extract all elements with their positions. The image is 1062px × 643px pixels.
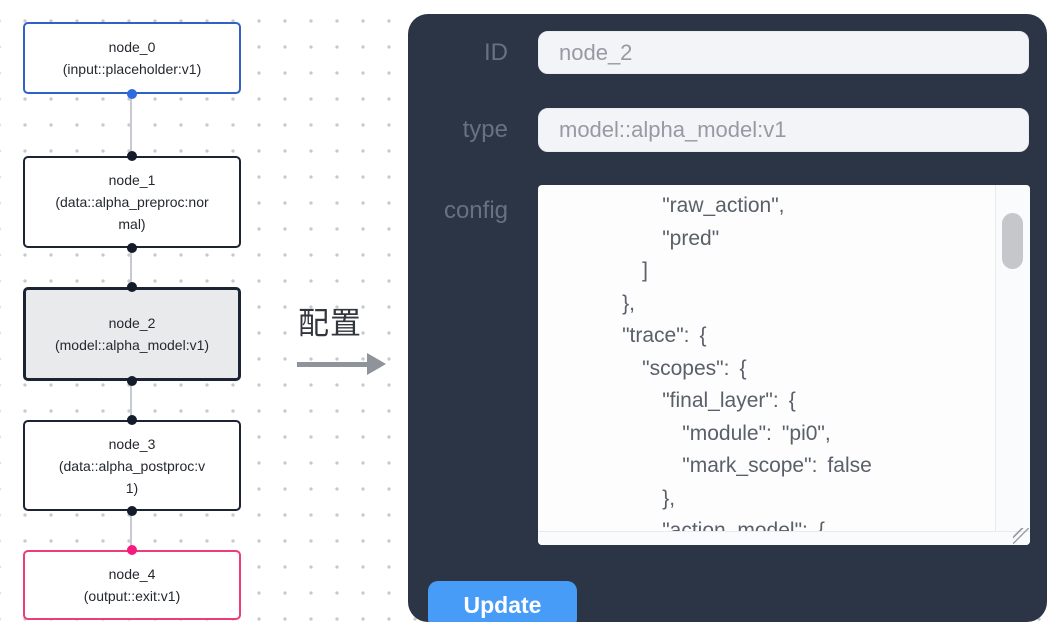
type-input[interactable]: [538, 108, 1029, 152]
node-subtitle: (data::alpha_preproc:normal): [55, 194, 209, 232]
configure-label: 配置: [298, 306, 362, 341]
node-inspector-panel: ID type config "raw_action", "pred" ] },…: [408, 14, 1047, 622]
flow-node-node_1[interactable]: node_1 (data::alpha_preproc:normal): [23, 156, 241, 248]
edge-node2-node3: [130, 381, 132, 420]
right-arrow-icon: [292, 353, 402, 375]
port-node2-out[interactable]: [127, 376, 137, 386]
port-node1-in[interactable]: [127, 151, 137, 161]
node-title: node_1: [108, 172, 156, 188]
config-vertical-scrollbar[interactable]: [995, 185, 1030, 531]
config-horizontal-scrollbar[interactable]: [538, 531, 1030, 545]
type-field-label: type: [462, 116, 508, 143]
port-node2-in[interactable]: [127, 282, 137, 292]
flow-node-node_3[interactable]: node_3 (data::alpha_postproc:v1): [23, 420, 241, 511]
config-field-label: config: [443, 197, 508, 224]
edge-node3-node4: [130, 511, 132, 550]
node-subtitle: (output::exit:v1): [83, 588, 181, 604]
transition-annotation: 配置: [292, 298, 402, 375]
node-subtitle: (data::alpha_postproc:v1): [58, 457, 206, 496]
node-title: node_2: [108, 315, 156, 331]
node-title: node_3: [108, 435, 156, 452]
port-node1-out[interactable]: [127, 243, 137, 253]
port-node0-out[interactable]: [127, 89, 137, 99]
flow-node-node_2-selected[interactable]: node_2 (model::alpha_model:v1): [23, 287, 241, 381]
port-node3-in[interactable]: [127, 415, 137, 425]
scrollbar-thumb[interactable]: [1002, 213, 1023, 269]
edge-node1-node2: [130, 248, 132, 287]
node-subtitle: (model::alpha_model:v1): [54, 337, 210, 353]
config-json-content[interactable]: "raw_action", "pred" ] }, "trace": { "sc…: [622, 194, 872, 531]
flow-node-node_4[interactable]: node_4 (output::exit:v1): [23, 550, 241, 620]
resize-handle-icon[interactable]: [1013, 528, 1029, 544]
port-node4-in[interactable]: [127, 545, 137, 555]
port-node3-out[interactable]: [127, 506, 137, 516]
node-title: node_0: [108, 39, 156, 55]
node-subtitle: (input::placeholder:v1): [62, 61, 202, 77]
id-field-label: ID: [484, 39, 508, 66]
config-textarea[interactable]: "raw_action", "pred" ] }, "trace": { "sc…: [538, 185, 1030, 545]
node-title: node_4: [108, 566, 156, 582]
id-input[interactable]: [538, 31, 1029, 74]
flow-node-node_0[interactable]: node_0 (input::placeholder:v1): [23, 22, 241, 94]
edge-node0-node1: [130, 94, 132, 156]
update-button[interactable]: Update: [428, 581, 577, 622]
